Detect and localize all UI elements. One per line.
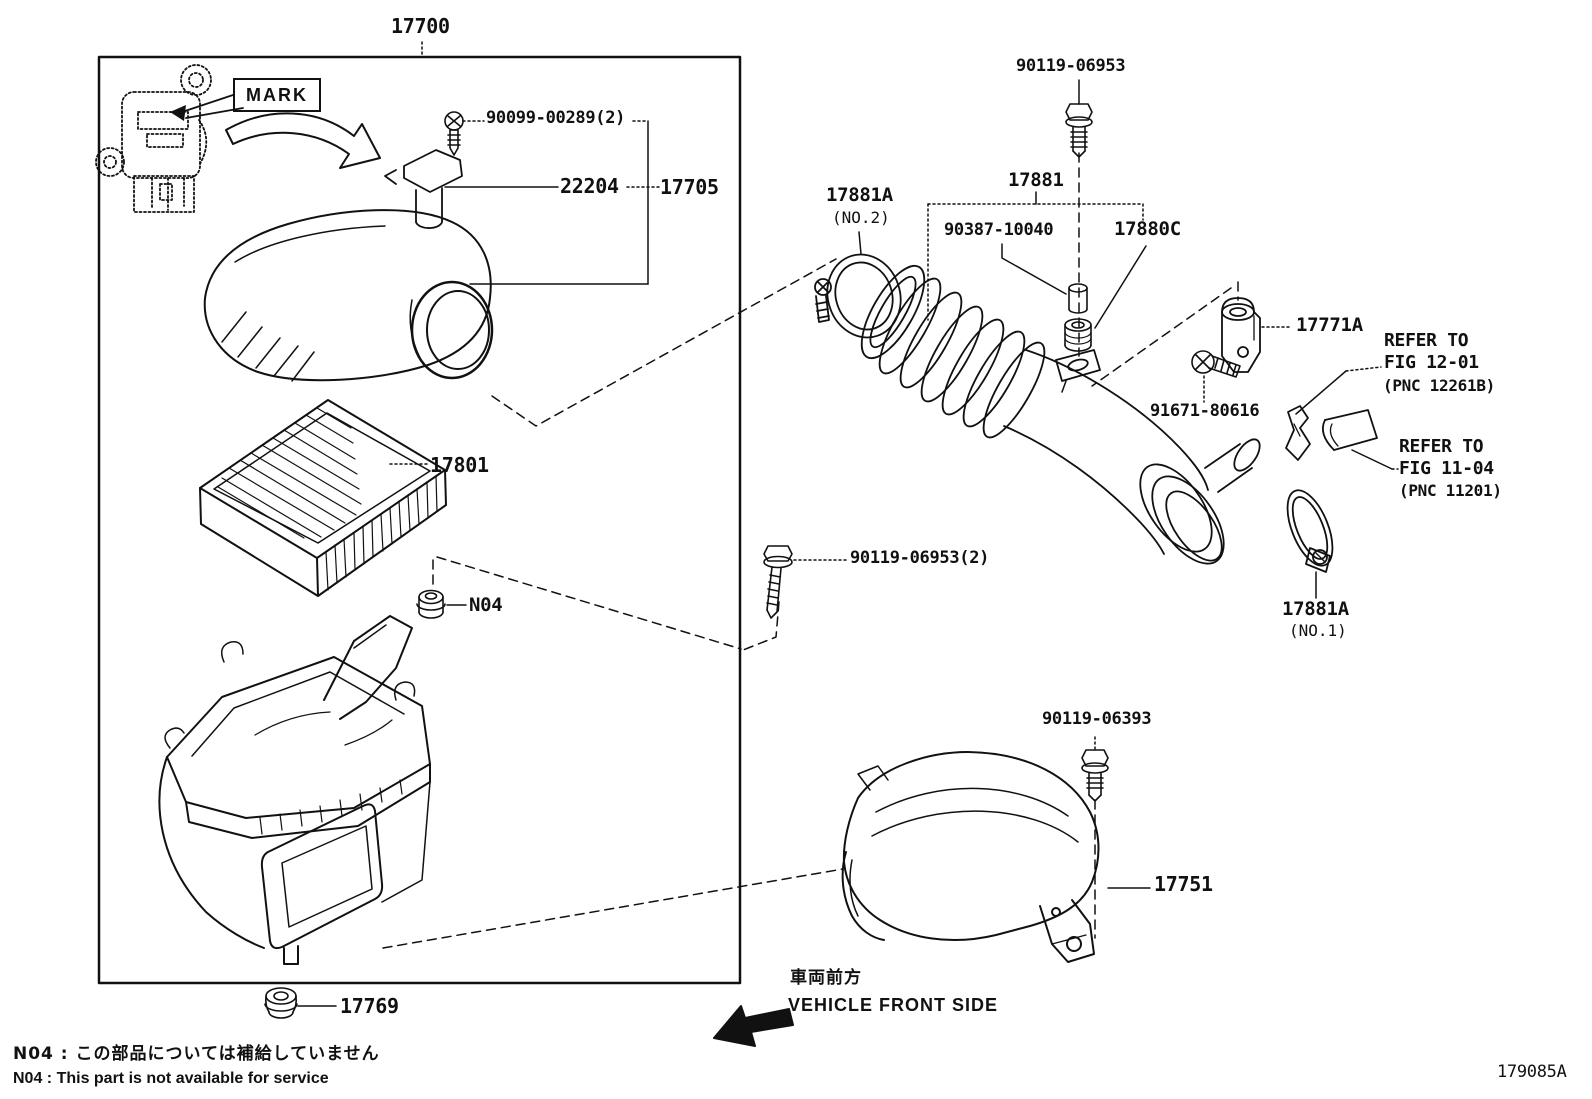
vehicle-front-label-jp: 車両前方	[790, 968, 862, 988]
refer-fig11-line3: (PNC 11201)	[1399, 481, 1502, 500]
vehicle-front-arrow	[713, 1005, 794, 1047]
assembly-frame-box	[97, 41, 742, 985]
refer-parts-drawing	[1285, 405, 1378, 461]
air-cleaner-cap-drawing	[203, 209, 494, 382]
footnote-n04-en: N04 : This part is not available for ser…	[13, 1070, 329, 1087]
maf-sensor-enlarged-drawing	[95, 64, 212, 213]
screw-91671-drawing	[1191, 350, 1241, 378]
hose-clamp-no1-drawing	[1286, 489, 1334, 573]
maf-sensor-on-cap-drawing	[384, 149, 463, 229]
leader-lines-dotted	[389, 120, 1399, 751]
part-label-n04: N04	[469, 594, 503, 616]
part-label-17881: 17881	[1008, 169, 1064, 191]
part-label-17881a-no1: 17881A	[1282, 598, 1349, 620]
part-label-90119-06953-2: 90119-06953(2)	[850, 548, 990, 568]
bracket-17771a-drawing	[1221, 297, 1261, 373]
part-label-17700: 17700	[391, 14, 450, 38]
part-label-17771a: 17771A	[1296, 314, 1363, 336]
vehicle-front-label-en: VEHICLE FRONT SIDE	[788, 995, 999, 1015]
air-filter-element-drawing	[199, 399, 447, 597]
grommet-n04-drawing	[416, 589, 446, 619]
footnote-n04-jp: N04 : この部品については補給していません	[13, 1044, 380, 1064]
air-inlet-duct-drawing	[841, 751, 1100, 963]
part-label-17801: 17801	[430, 453, 489, 477]
leader-lines-solid	[297, 79, 1393, 1007]
refer-fig11-line1: REFER TO	[1399, 436, 1484, 457]
part-label-17880c: 17880C	[1114, 218, 1181, 240]
part-label-91671-80616: 91671-80616	[1150, 401, 1260, 421]
part-label-90099-00289: 90099-00289(2)	[486, 108, 626, 128]
bolt-90119-06953-2-drawing	[763, 545, 793, 619]
part-sublabel-no2: (NO.2)	[832, 208, 890, 227]
bolt-90119-06393-drawing	[1081, 749, 1109, 802]
projection-lines-dashed	[382, 152, 1239, 949]
mark-callout-box: MARK	[233, 78, 321, 112]
air-hose-drawing	[860, 264, 1261, 565]
part-label-17881a-no2: 17881A	[826, 184, 893, 206]
part-label-90387-10040: 90387-10040	[944, 220, 1054, 240]
part-label-17751: 17751	[1154, 872, 1213, 896]
air-cleaner-case-drawing	[158, 615, 431, 965]
screw-90099-drawing	[444, 111, 464, 156]
part-label-17705: 17705	[660, 175, 719, 199]
grommet-17769-drawing	[264, 987, 298, 1019]
part-label-17769: 17769	[340, 994, 399, 1018]
part-label-90119-06393: 90119-06393	[1042, 709, 1152, 729]
part-label-90119-06953: 90119-06953	[1016, 56, 1126, 76]
refer-fig12-line3: (PNC 12261B)	[1383, 376, 1495, 395]
refer-fig11-line2: FIG 11-04	[1399, 458, 1494, 479]
curved-arrow	[225, 112, 381, 169]
part-label-22204: 22204	[560, 174, 619, 198]
page-code: 179085A	[1497, 1062, 1567, 1082]
bolt-90119-06953-drawing	[1065, 103, 1093, 158]
refer-fig12-line2: FIG 12-01	[1384, 352, 1479, 373]
part-sublabel-no1: (NO.1)	[1289, 621, 1347, 640]
collar-and-cushion-drawing	[1064, 283, 1092, 352]
refer-fig12-line1: REFER TO	[1384, 330, 1469, 351]
